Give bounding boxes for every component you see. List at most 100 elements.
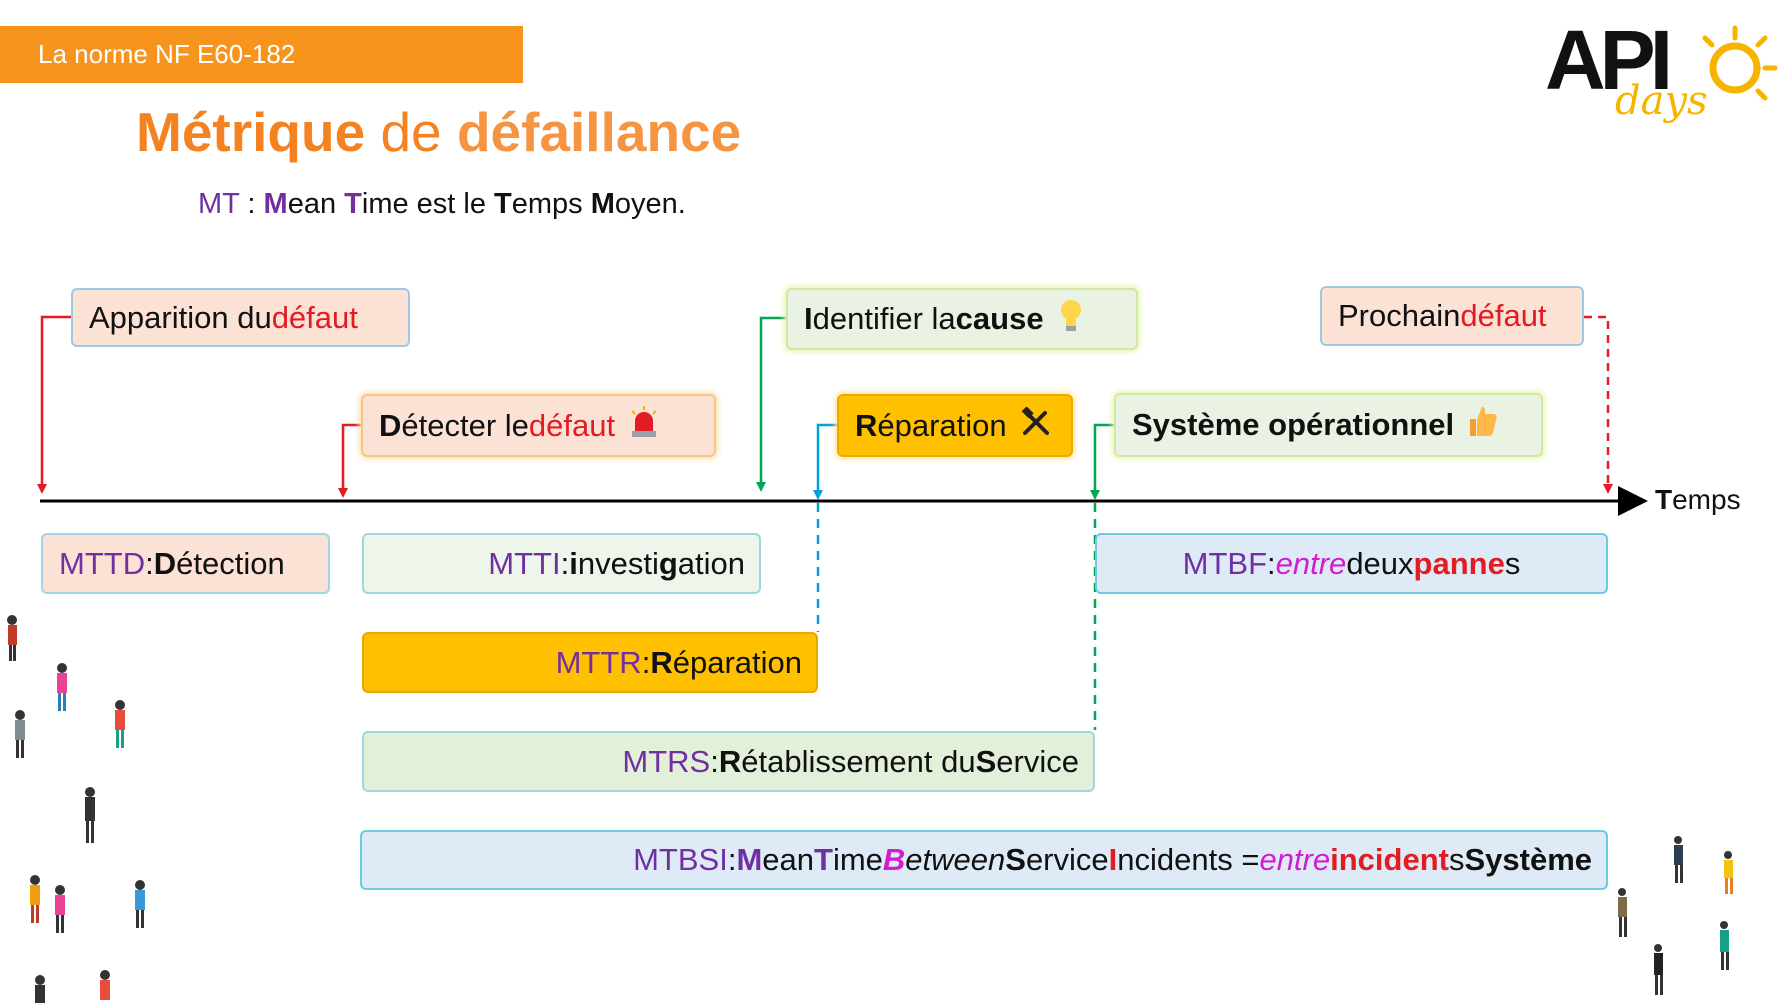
title-word-2: de [365, 101, 457, 163]
reparation-arrowhead [813, 490, 823, 500]
subtitle-part: T [344, 188, 362, 220]
metric-initial: i [569, 545, 578, 581]
metric-acronym: MTTD [59, 545, 146, 581]
metric-initial: B [882, 842, 906, 877]
systeme-arrowhead [1090, 490, 1100, 500]
metric-initial: R [650, 644, 673, 680]
subtitle-part: T [494, 188, 512, 220]
metric-text: ation [677, 545, 745, 581]
title-word-3: défaillance [456, 101, 742, 163]
subtitle-part: ean [287, 188, 345, 220]
title-word-1: Métrique [136, 101, 366, 163]
detecter-connector [341, 423, 361, 492]
metric-text: étection [176, 545, 285, 581]
metric-text: nvesti [577, 545, 659, 581]
tools-icon [1021, 405, 1051, 445]
subtitle-part: : [239, 188, 264, 220]
identifier-arrowhead [756, 482, 766, 492]
identifier-connector [759, 316, 786, 486]
thumbs-up-icon [1468, 405, 1498, 445]
page-title: Métrique de défaillance [136, 100, 741, 164]
metric-acronym: MTTR [555, 644, 642, 680]
metric-italic: entre [1275, 545, 1347, 581]
event-text: Prochain [1338, 298, 1461, 333]
logo-subtext: days [1615, 78, 1708, 124]
sun-icon [1702, 25, 1778, 101]
metric-italic: etween [905, 842, 1006, 877]
metric-initial: T [814, 842, 833, 877]
apparition-connector [40, 315, 71, 490]
metric-text: deux [1346, 545, 1414, 581]
metric-sep: : [641, 644, 651, 680]
metric-sep: : [145, 545, 154, 581]
event-prochain: Prochain défaut [1320, 286, 1584, 346]
metric-text: s [1448, 842, 1465, 877]
subtitle: MT : Mean Time est le Temps Moyen. [198, 188, 686, 221]
subtitle-part: M [590, 188, 615, 220]
metric-sep: : [560, 545, 570, 581]
metric-text: ean [762, 842, 814, 877]
event-apparition: Apparition du défaut [71, 288, 410, 347]
metric-italic: entre [1259, 842, 1331, 877]
event-text: dentifier la [812, 301, 956, 336]
metric-sep: : [710, 743, 719, 779]
metric-text: ncidents = [1117, 842, 1260, 877]
axis-label-temps: Temps [1655, 484, 1741, 516]
event-systeme: Système opérationnel [1114, 393, 1543, 457]
prochain-arrowhead [1603, 484, 1613, 494]
metric-initial: D [153, 545, 177, 581]
metric-sep: : [1267, 545, 1276, 581]
metric-bold: Système [1464, 842, 1592, 877]
metric-acronym: MTBF [1182, 545, 1268, 581]
event-text-bold: cause [955, 301, 1044, 336]
metric-sep: : [727, 842, 737, 877]
event-text-highlight: défaut [271, 299, 358, 335]
event-text-initial: R [855, 407, 878, 443]
event-text-highlight: défaut [528, 407, 616, 443]
metric-initial: S [1005, 842, 1026, 877]
metric-text: éparation [672, 644, 802, 680]
subtitle-part: emps [511, 188, 591, 220]
metric-text: établissement du [741, 743, 976, 779]
siren-icon [629, 405, 659, 446]
metric-text: ime [832, 842, 883, 877]
metric-initial: g [658, 545, 678, 581]
event-text: Apparition du [89, 299, 272, 335]
metric-acronym: MTTI [488, 545, 561, 581]
metric-highlight: incident [1330, 842, 1449, 877]
metric-acronym: MTRS [622, 743, 711, 779]
axis-label-rest: emps [1672, 484, 1741, 515]
event-text: éparation [877, 407, 1007, 443]
axis-label-initial: T [1655, 484, 1673, 515]
prochain-connector [1584, 315, 1610, 488]
subtitle-part: oyen. [614, 188, 686, 220]
metric-text: ervice [1025, 842, 1109, 877]
logo-text: API [1545, 13, 1673, 107]
metric-highlight: panne [1413, 545, 1505, 581]
crowd-illustration-left [7, 615, 145, 1003]
event-text-initial: I [804, 301, 813, 336]
metric-text: s [1504, 545, 1521, 581]
event-text-highlight: défaut [1460, 298, 1547, 333]
event-text-bold: Système opérationnel [1132, 407, 1455, 442]
apidays-logo: API days [1545, 8, 1781, 148]
reparation-connector [816, 423, 837, 494]
apparition-arrowhead [37, 484, 47, 494]
crowd-illustration-right [1618, 836, 1733, 995]
event-text: étecter le [401, 407, 529, 443]
event-text-initial: D [379, 407, 402, 443]
detecter-arrowhead [338, 488, 348, 498]
metric-text: ervice [996, 743, 1079, 779]
metric-initial: M [736, 842, 763, 877]
subtitle-part: MT [198, 188, 240, 220]
metric-acronym: MTBSI [633, 842, 728, 877]
metric-initial: S [975, 743, 997, 779]
